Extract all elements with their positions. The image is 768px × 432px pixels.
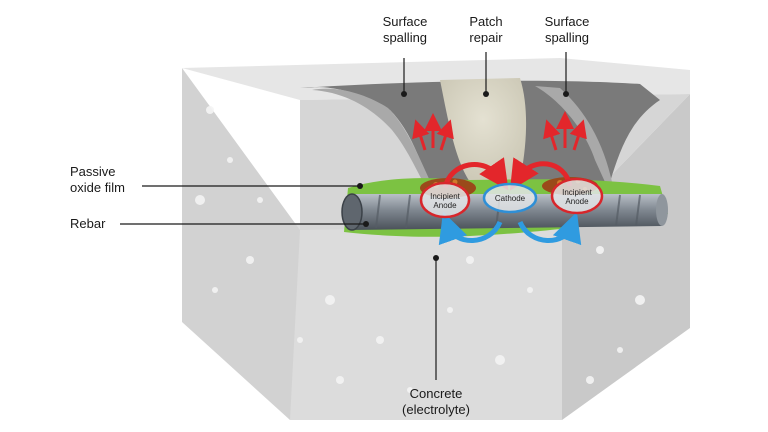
label-incipient-anode-left: Incipient Anode [430, 192, 460, 210]
concrete-left-face [182, 68, 300, 420]
label-surface-spalling-right: Surface spalling [544, 14, 590, 45]
current-arrow-blue-right [517, 211, 582, 246]
cathode-ring [482, 182, 538, 214]
leader-lines [120, 52, 569, 380]
incipient-anode-ring-right [550, 177, 604, 215]
rebar-end [341, 193, 363, 231]
label-rebar: Rebar [70, 216, 106, 231]
current-arrow-red-left [442, 157, 509, 191]
patch-repair-fill [440, 78, 527, 182]
rising-arrows-left [412, 113, 454, 151]
concrete-right-face [562, 94, 690, 420]
label-concrete: Concrete (electrolyte) [402, 386, 470, 417]
label-surface-spalling-left: Surface spalling [382, 14, 428, 45]
current-arrow-red-right [509, 157, 573, 191]
rising-arrows-right [543, 111, 587, 151]
label-cathode: Cathode [494, 194, 526, 203]
current-arrow-blue-left [438, 211, 503, 246]
label-incipient-anode-right: Incipient Anode [562, 188, 592, 206]
incipient-anode-ring-left [419, 181, 471, 219]
label-patch-repair: Patch repair [469, 14, 503, 45]
label-passive-oxide-film: Passive oxide film [70, 164, 125, 195]
